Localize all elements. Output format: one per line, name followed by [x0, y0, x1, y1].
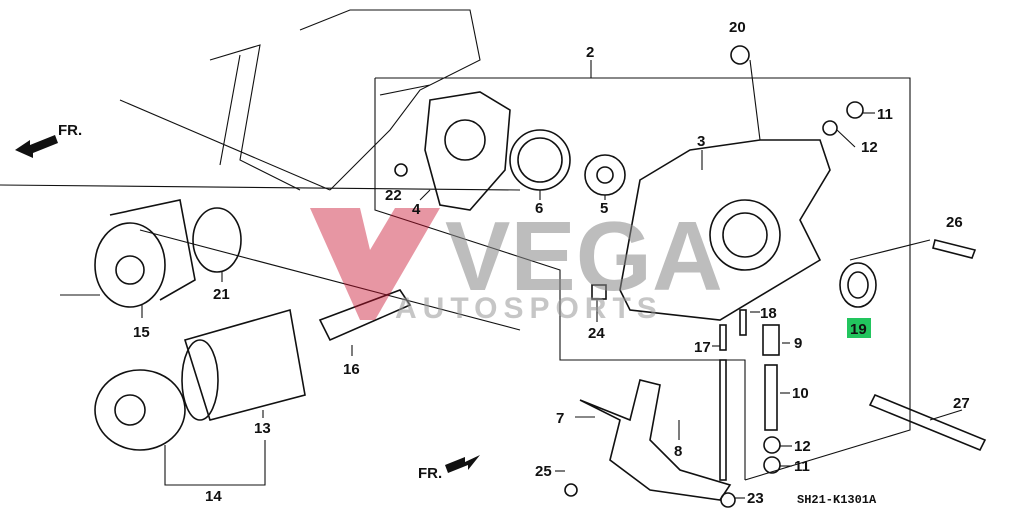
callout-21[interactable]: 21	[213, 286, 230, 303]
vega-logo-v	[310, 208, 440, 320]
assembly-boundary	[374, 77, 911, 481]
callout-22[interactable]: 22	[385, 187, 402, 204]
svg-text:FR.: FR.	[418, 465, 442, 482]
bolt-26	[932, 239, 977, 259]
bolt-27	[868, 393, 987, 452]
pins	[719, 309, 747, 481]
spring-10	[764, 364, 778, 431]
callout-19[interactable]: 19	[850, 321, 867, 338]
callout-11[interactable]: 11	[877, 106, 893, 123]
callout-14[interactable]: 14	[205, 488, 222, 505]
outer-rotor-6	[509, 129, 571, 191]
callout-5[interactable]: 5	[600, 200, 608, 217]
callout-9[interactable]: 9	[794, 335, 802, 352]
callout-12b[interactable]: 12	[794, 438, 811, 455]
engine-block-outline	[0, 9, 521, 331]
oil-pump-housing-3	[619, 139, 831, 321]
callout-3[interactable]: 3	[697, 133, 705, 150]
callout-17[interactable]: 17	[694, 339, 711, 356]
callout-7[interactable]: 7	[556, 410, 564, 427]
callout-24[interactable]: 24	[588, 325, 605, 342]
callout-6[interactable]: 6	[535, 200, 543, 217]
callout-8[interactable]: 8	[674, 443, 682, 460]
leader-lines	[60, 59, 963, 499]
callout-4[interactable]: 4	[412, 201, 421, 218]
o-ring-21	[192, 207, 242, 273]
callout-15[interactable]: 15	[133, 324, 150, 341]
callout-16[interactable]: 16	[343, 361, 360, 378]
svg-text:AUTOSPORTS: AUTOSPORTS	[395, 292, 663, 325]
filter-housing-14	[94, 369, 186, 451]
callout-27[interactable]: 27	[953, 395, 970, 412]
inner-rotor-5	[584, 154, 626, 196]
svg-text:FR.: FR.	[58, 122, 82, 139]
strainer-7	[579, 379, 732, 501]
bolt-16	[318, 289, 412, 342]
callout-12[interactable]: 12	[861, 139, 878, 156]
callout-25[interactable]: 25	[535, 463, 552, 480]
oil-cooler-15	[94, 199, 196, 308]
front-arrow-lower: FR.	[418, 455, 480, 482]
highlight-box-19	[847, 318, 871, 338]
callout-10[interactable]: 10	[792, 385, 809, 402]
drawing-code: SH21-K1301A	[797, 493, 877, 507]
callout-20[interactable]: 20	[729, 19, 746, 36]
front-arrow-upper: FR.	[15, 122, 82, 158]
oil-seal-19	[839, 262, 877, 308]
vega-autosports-watermark: VEGA AUTOSPORTS	[310, 201, 723, 325]
callout-2[interactable]: 2	[586, 44, 594, 61]
relief-valve-9	[762, 324, 780, 356]
svg-text:VEGA: VEGA	[445, 201, 723, 311]
callout-23[interactable]: 23	[747, 490, 764, 507]
callout-11b[interactable]: 11	[794, 458, 810, 475]
callout-26[interactable]: 26	[946, 214, 963, 231]
callout-labels: 2 20 11 12 3 22 4 6 5 26 21 15 24 18 19 …	[133, 19, 970, 507]
callout-18[interactable]: 18	[760, 305, 777, 322]
small-parts	[394, 45, 864, 508]
callout-13[interactable]: 13	[254, 420, 271, 437]
oil-filter-13	[181, 308, 306, 421]
gasket-4	[424, 91, 511, 211]
